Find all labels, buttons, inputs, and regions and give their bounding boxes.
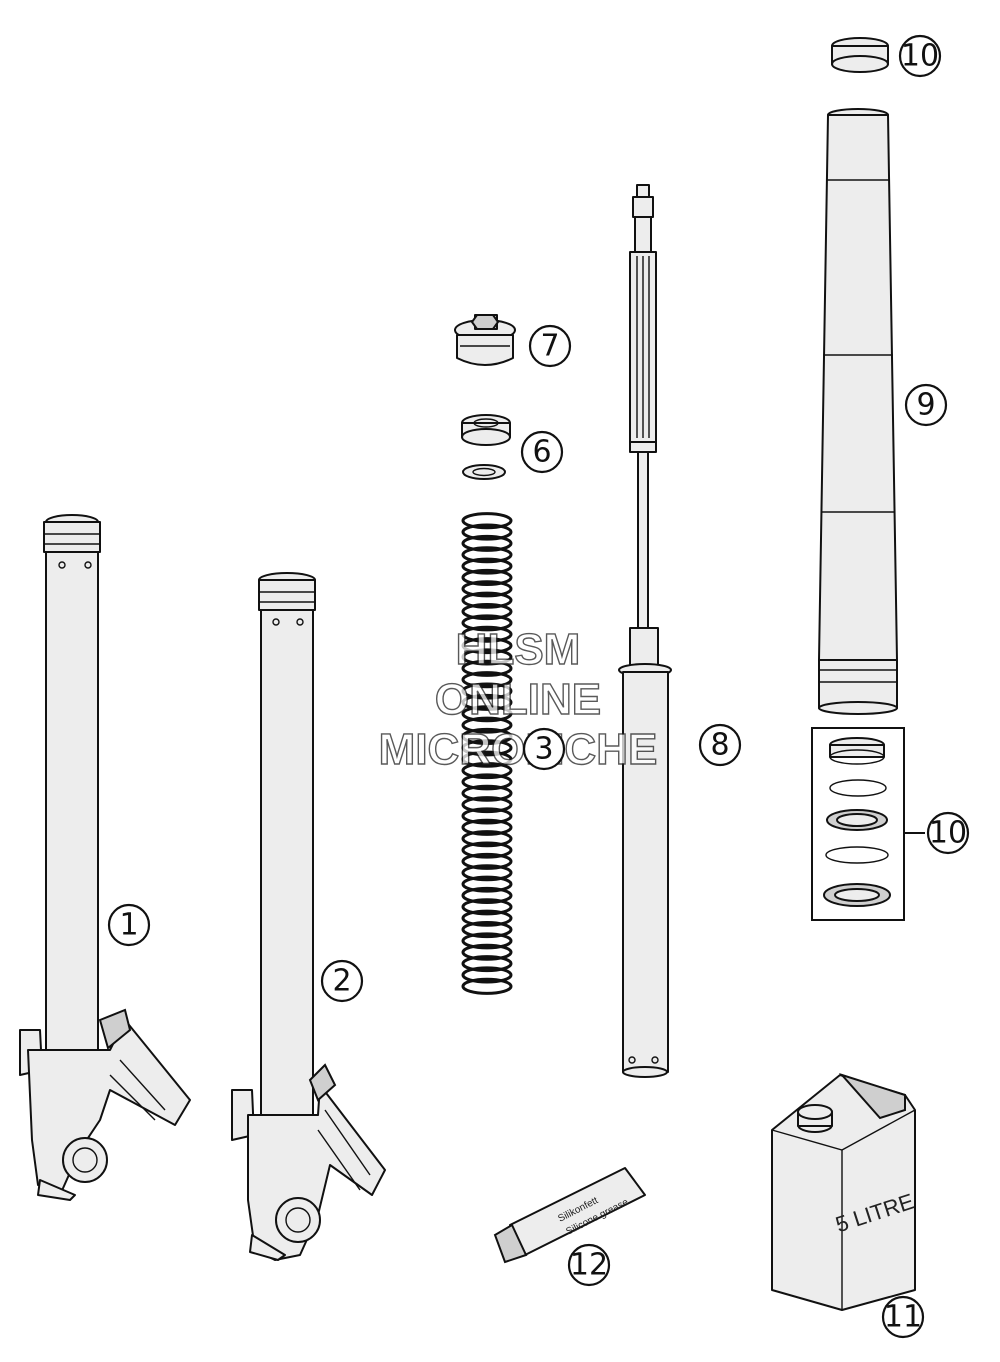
spring-coil bbox=[461, 546, 513, 564]
spring-coil bbox=[461, 637, 513, 655]
outer-tube bbox=[818, 108, 898, 715]
spring-coil bbox=[461, 750, 513, 768]
callout-1-number: 1 bbox=[119, 908, 138, 943]
callout-10-top: 10 bbox=[898, 34, 942, 78]
spring-coil bbox=[461, 568, 513, 587]
spring-coil bbox=[461, 886, 513, 905]
spring-coil bbox=[461, 784, 513, 802]
spring-washers bbox=[461, 414, 511, 480]
spring-coil bbox=[461, 796, 513, 814]
watermark: HLSM ONLINE MICROFICHE bbox=[378, 624, 658, 774]
spring-coil bbox=[461, 557, 513, 575]
spring-coil bbox=[461, 977, 513, 995]
callout-9: 9 bbox=[904, 383, 948, 427]
fork-cap bbox=[454, 314, 516, 366]
spring-coil bbox=[461, 659, 513, 677]
callout-12-number: 12 bbox=[570, 1248, 608, 1283]
callout-10-kit: 10 bbox=[926, 811, 970, 855]
callout-6: 6 bbox=[520, 430, 564, 474]
spring-coil bbox=[461, 602, 513, 621]
callout-10-kit-number: 10 bbox=[929, 816, 967, 851]
spring-coil bbox=[461, 841, 513, 859]
spring-coil bbox=[461, 512, 513, 530]
spring-coil bbox=[461, 773, 513, 791]
callout-11: 11 bbox=[881, 1295, 925, 1339]
spring-coil bbox=[461, 727, 513, 746]
spring-coil bbox=[461, 875, 513, 893]
spring-coil bbox=[461, 693, 513, 711]
callout-1: 1 bbox=[107, 903, 151, 947]
spring-coil bbox=[461, 671, 513, 689]
watermark-line-2: ONLINE bbox=[435, 675, 601, 724]
oil-canister: 5 LITRE bbox=[771, 1072, 917, 1311]
callout-12: 12 bbox=[567, 1243, 611, 1287]
spring-coil bbox=[461, 761, 513, 780]
spring-coil bbox=[461, 852, 513, 870]
callout-6-number: 6 bbox=[532, 435, 551, 470]
callout-2: 2 bbox=[320, 959, 364, 1003]
spring-coil bbox=[461, 818, 513, 836]
spring-coil bbox=[461, 523, 513, 541]
watermark-line-3: MICROFICHE bbox=[379, 725, 658, 774]
spring-coil bbox=[461, 909, 513, 927]
top-bushing bbox=[831, 37, 889, 73]
watermark-line-1: HLSM bbox=[456, 625, 581, 674]
callout-10-top-number: 10 bbox=[901, 39, 939, 74]
callout-3: 3 bbox=[522, 727, 566, 771]
spring-coil bbox=[461, 830, 513, 848]
callout-8-number: 8 bbox=[710, 728, 729, 763]
callout-9-number: 9 bbox=[916, 388, 935, 423]
spring-coil bbox=[461, 898, 513, 916]
spring-coil bbox=[461, 614, 513, 632]
seal-kit-box bbox=[811, 727, 925, 921]
spring-coil bbox=[461, 716, 513, 734]
callout-11-number: 11 bbox=[884, 1300, 922, 1335]
fork-leg-left bbox=[19, 514, 191, 1201]
spring-coil bbox=[461, 955, 513, 973]
spring-coil bbox=[461, 682, 513, 700]
spring-coil bbox=[461, 580, 513, 598]
callout-8: 8 bbox=[698, 723, 742, 767]
spring-coil bbox=[461, 932, 513, 950]
spring-coil bbox=[461, 807, 513, 825]
fork-leg-right bbox=[231, 572, 386, 1261]
spring-coil bbox=[461, 705, 513, 723]
spring-coil bbox=[461, 739, 513, 757]
damping-cartridge bbox=[618, 184, 672, 1078]
spring-coil bbox=[461, 625, 513, 643]
spring-coil bbox=[461, 920, 513, 939]
spring-coil bbox=[461, 534, 513, 552]
spring-coil bbox=[461, 648, 513, 666]
callout-3-number: 3 bbox=[534, 732, 553, 767]
callout-7: 7 bbox=[528, 324, 572, 368]
callout-7-number: 7 bbox=[540, 329, 559, 364]
callout-2-number: 2 bbox=[332, 964, 351, 999]
spring-coil bbox=[461, 864, 513, 882]
spring-coil bbox=[461, 966, 513, 984]
spring-coil bbox=[461, 591, 513, 609]
fork-spring bbox=[461, 512, 513, 995]
spring-coil bbox=[461, 943, 513, 961]
